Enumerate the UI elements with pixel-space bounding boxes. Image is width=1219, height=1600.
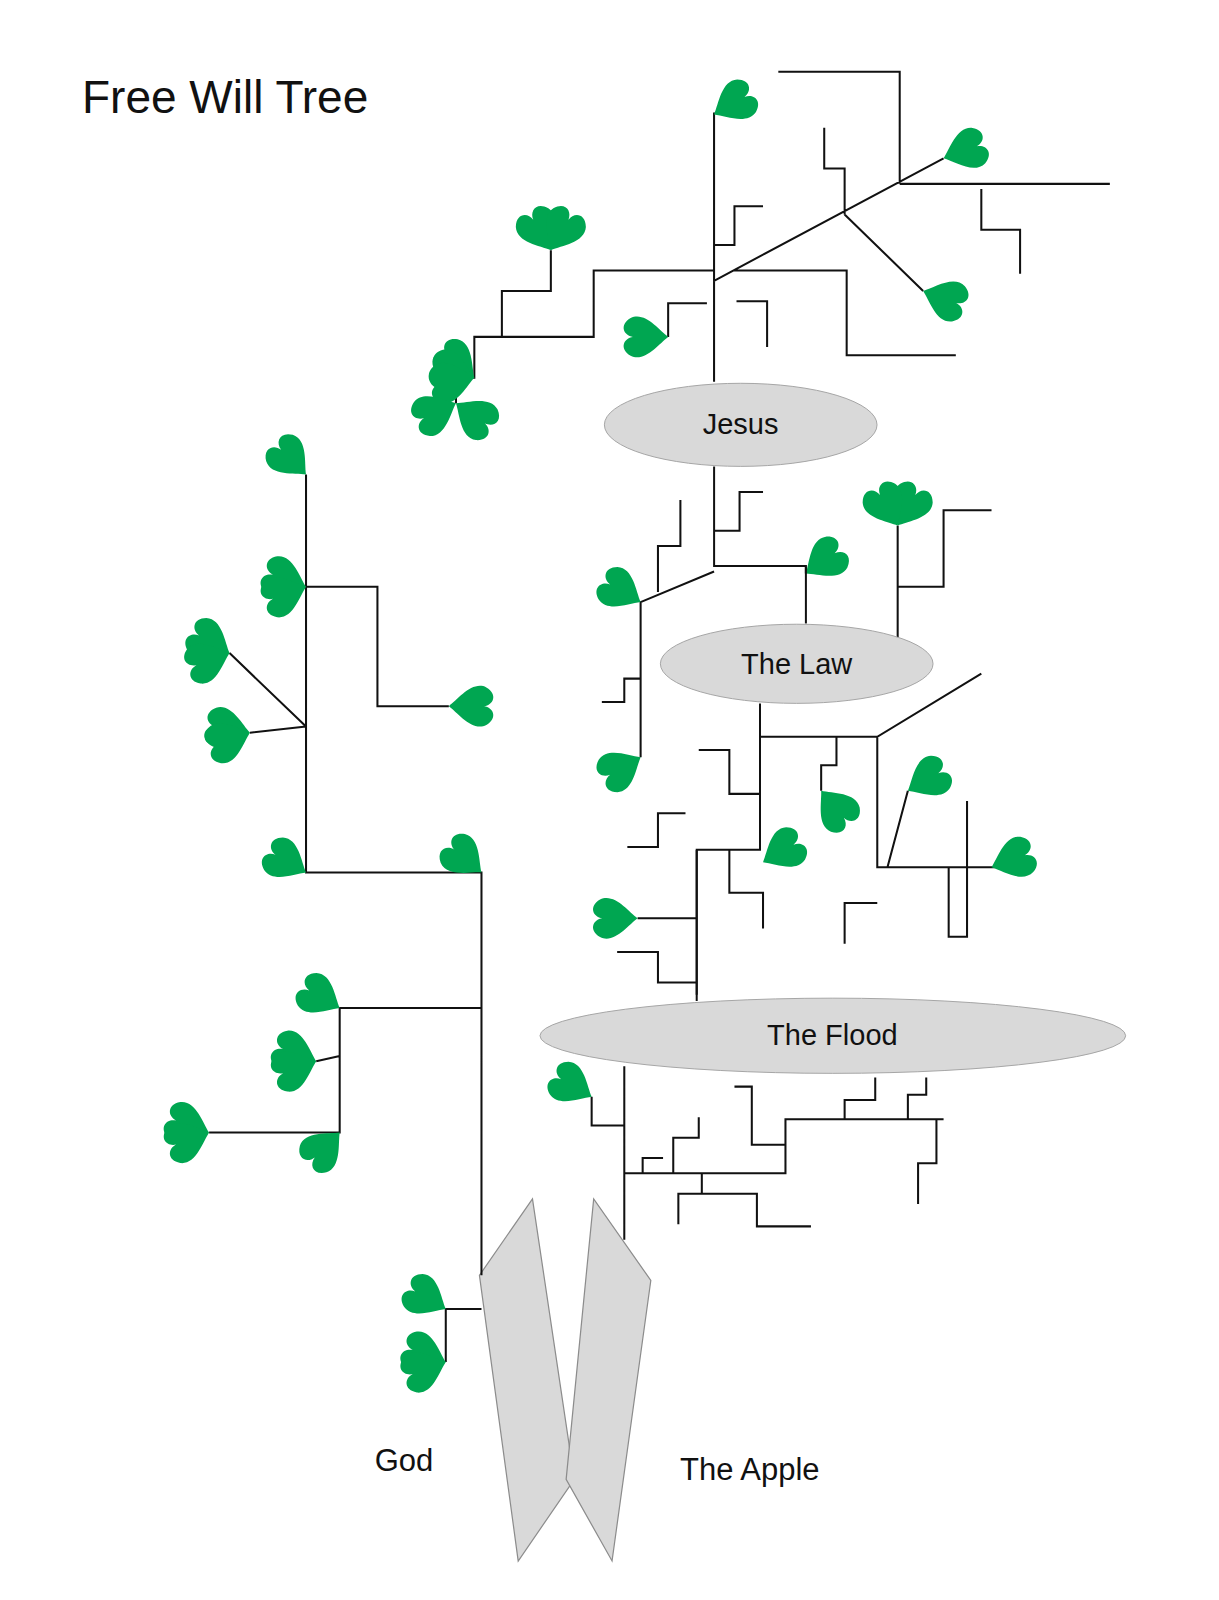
- leaf: [533, 201, 590, 260]
- leaf: [985, 833, 1041, 886]
- leaf: [160, 1113, 216, 1166]
- diagram-title: Free Will Tree: [82, 70, 368, 124]
- leaf: [267, 1042, 323, 1095]
- leaf: [260, 429, 320, 489]
- leaf: [858, 477, 915, 536]
- leaf: [444, 387, 504, 446]
- leaf: [434, 828, 494, 888]
- event-label: Jesus: [703, 408, 779, 441]
- event-ellipse: Jesus: [603, 382, 878, 468]
- leaf: [291, 968, 350, 1025]
- leaf: [294, 1118, 354, 1178]
- leaf: [624, 317, 668, 358]
- leaf: [257, 833, 316, 890]
- trunk-god: [479, 1199, 574, 1561]
- leaf: [593, 898, 637, 939]
- leaf: [806, 778, 866, 838]
- leaf: [397, 1343, 453, 1396]
- leaf: [407, 385, 465, 441]
- leaf: [592, 562, 651, 619]
- leaf: [397, 1269, 456, 1326]
- event-ellipse: The Flood: [537, 997, 1129, 1075]
- trunk-apple: [566, 1199, 651, 1561]
- leaf: [181, 634, 237, 687]
- tree-branches: [209, 72, 1110, 1362]
- leaf: [257, 568, 313, 621]
- leaf: [592, 740, 651, 797]
- event-ellipse: The Law: [659, 623, 934, 705]
- trunk-connector: [697, 703, 760, 1001]
- leaf: [753, 822, 812, 879]
- event-label: The Flood: [767, 1019, 898, 1052]
- leaf: [543, 1057, 602, 1114]
- leaf: [937, 124, 993, 177]
- trunk-connector: [714, 466, 806, 623]
- trunk-label: God: [375, 1443, 434, 1479]
- leaf: [201, 714, 257, 767]
- leaf: [449, 686, 493, 727]
- trunk-label: The Apple: [680, 1452, 820, 1488]
- event-label: The Law: [741, 648, 852, 681]
- leaf: [898, 751, 957, 808]
- leaf: [794, 531, 854, 590]
- leaf: [704, 75, 763, 132]
- leaf: [916, 272, 972, 325]
